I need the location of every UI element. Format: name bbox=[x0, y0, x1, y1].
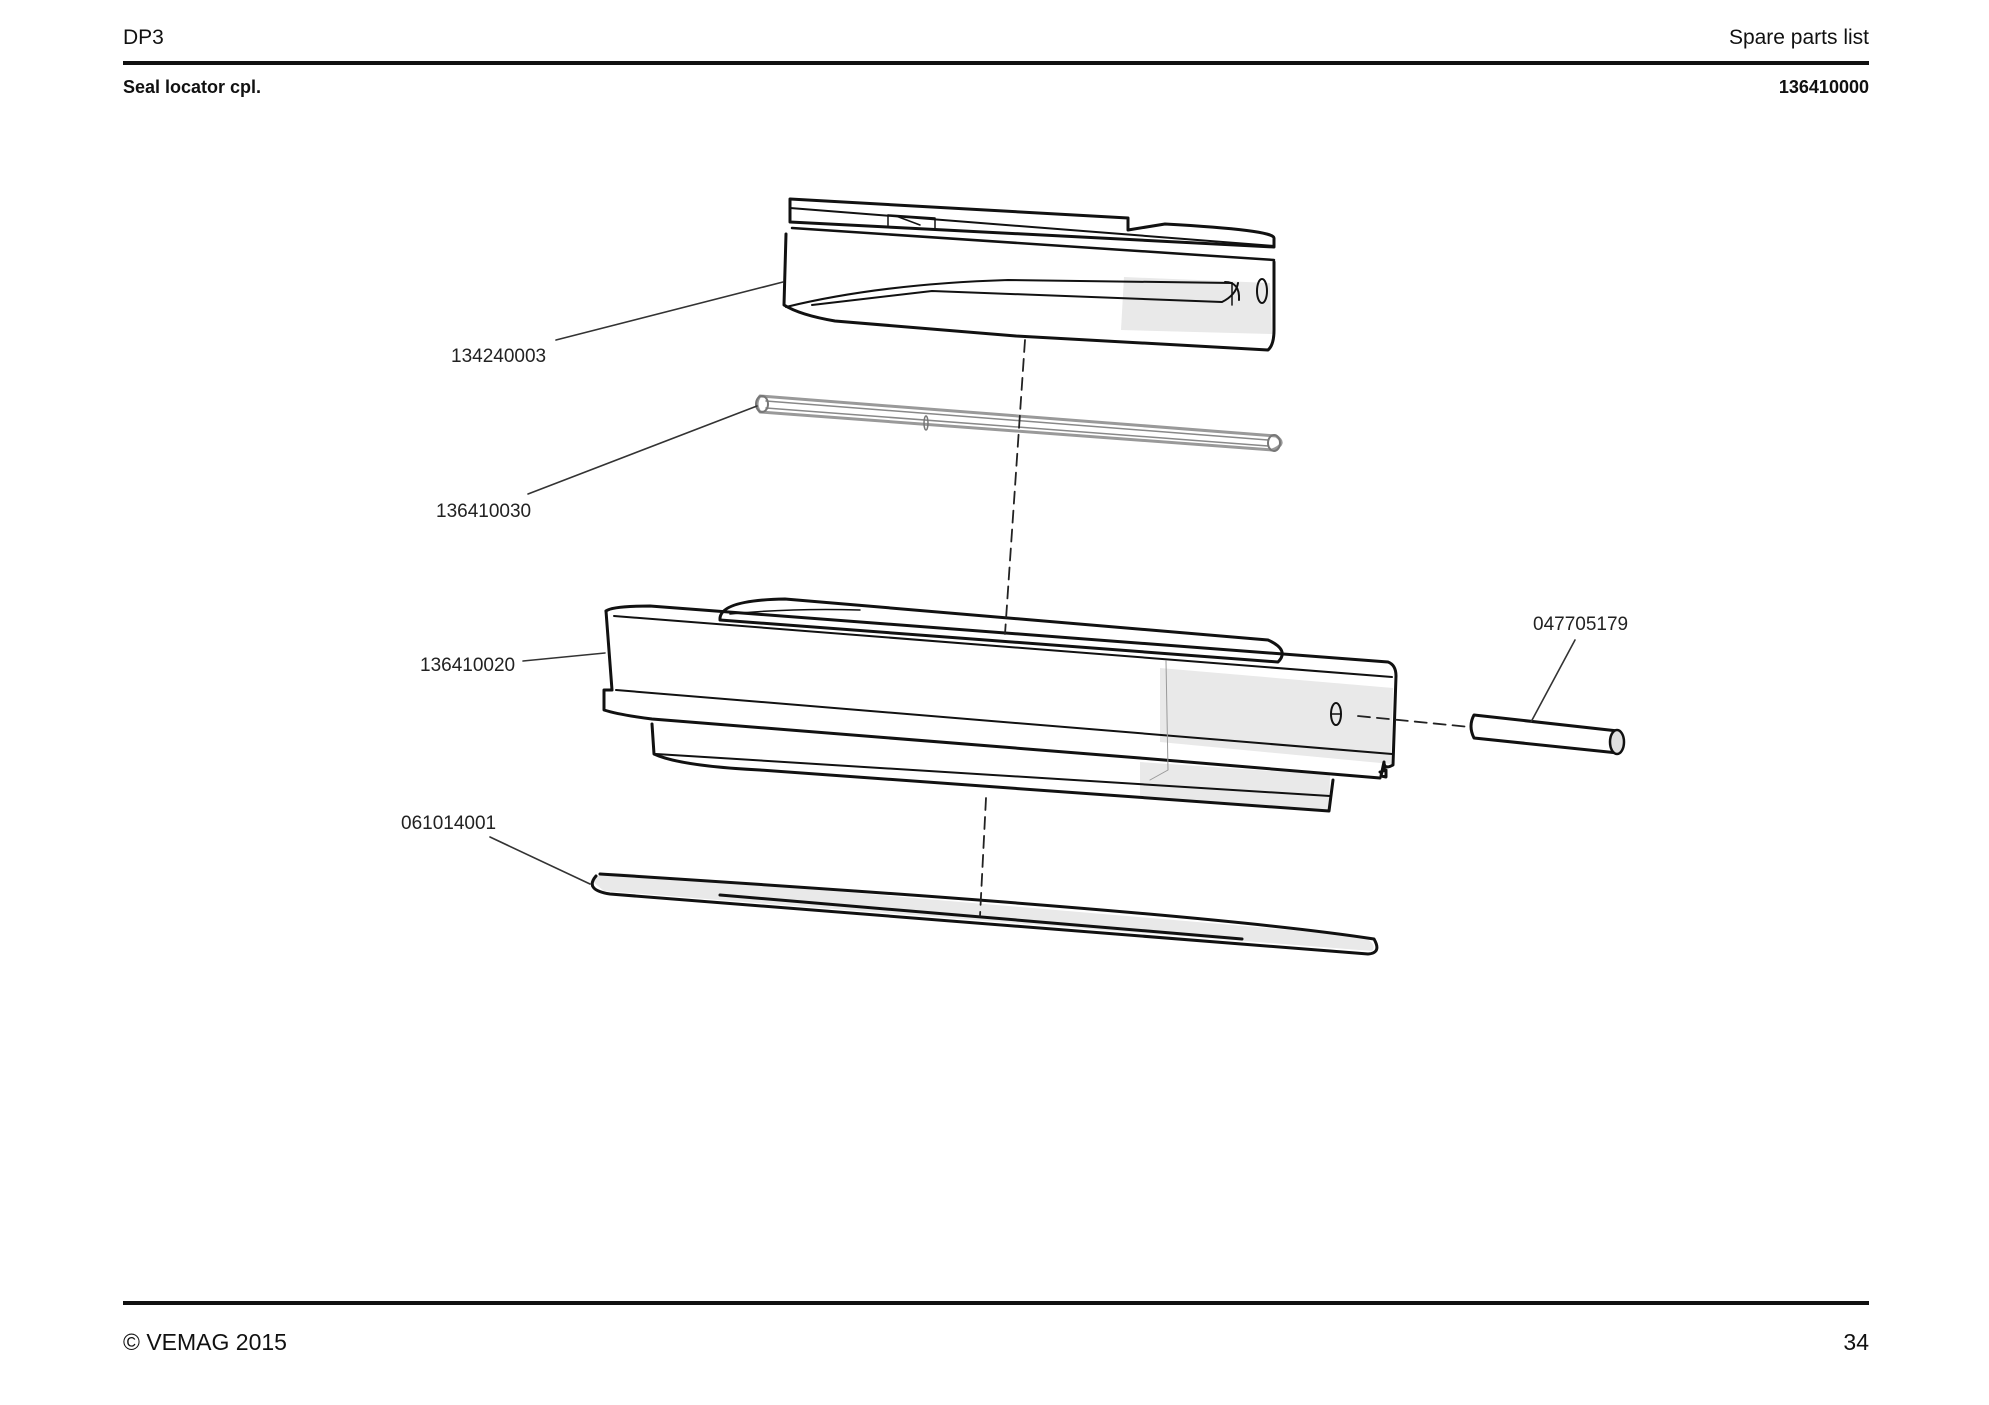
part-047705179-drawing bbox=[1469, 713, 1626, 756]
pin-axis-line bbox=[1357, 715, 1471, 728]
leader-line bbox=[1530, 639, 1576, 723]
footer-rule bbox=[123, 1301, 1869, 1305]
part-number-label: 061014001 bbox=[401, 813, 496, 834]
assembly-axis-line bbox=[979, 339, 1026, 917]
assembly-number: 136410000 bbox=[1778, 77, 1869, 97]
part-136410020-drawing bbox=[602, 597, 1398, 813]
leader-line bbox=[522, 652, 606, 662]
part-number-label: 136410020 bbox=[420, 655, 515, 676]
part-136410030-drawing bbox=[755, 394, 1283, 452]
product-name: DP3 bbox=[123, 26, 164, 49]
page-number: 34 bbox=[1843, 1329, 1869, 1355]
part-number-label: 134240003 bbox=[451, 346, 546, 367]
copyright: © VEMAG 2015 bbox=[123, 1329, 287, 1355]
leader-line bbox=[527, 405, 758, 495]
part-number-label: 136410030 bbox=[436, 501, 531, 522]
part-061014001-drawing bbox=[590, 872, 1379, 956]
header-rule bbox=[123, 61, 1869, 65]
leader-line bbox=[555, 281, 784, 341]
document-type: Spare parts list bbox=[1728, 26, 1869, 49]
part-134240003-drawing bbox=[782, 197, 1276, 352]
leader-line bbox=[489, 836, 591, 885]
assembly-name: Seal locator cpl. bbox=[123, 77, 262, 97]
part-number-label: 047705179 bbox=[1533, 614, 1628, 635]
